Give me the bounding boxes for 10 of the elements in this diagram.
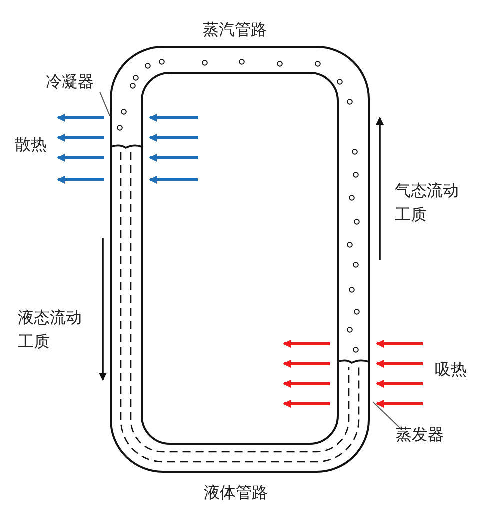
leader-line (100, 92, 110, 116)
flow-label: 液态流动工质 (18, 307, 83, 353)
part-label: 冷凝器 (46, 71, 108, 93)
flow-label: 气态流动工质 (395, 180, 460, 226)
heat-label: 吸热 (435, 359, 467, 381)
pipe-label: 液体管路 (204, 482, 268, 504)
pipe-label: 蒸汽管路 (203, 19, 267, 41)
heat-label: 散热 (15, 134, 47, 156)
leader-line (372, 402, 400, 428)
part-label: 蒸发器 (396, 424, 458, 446)
